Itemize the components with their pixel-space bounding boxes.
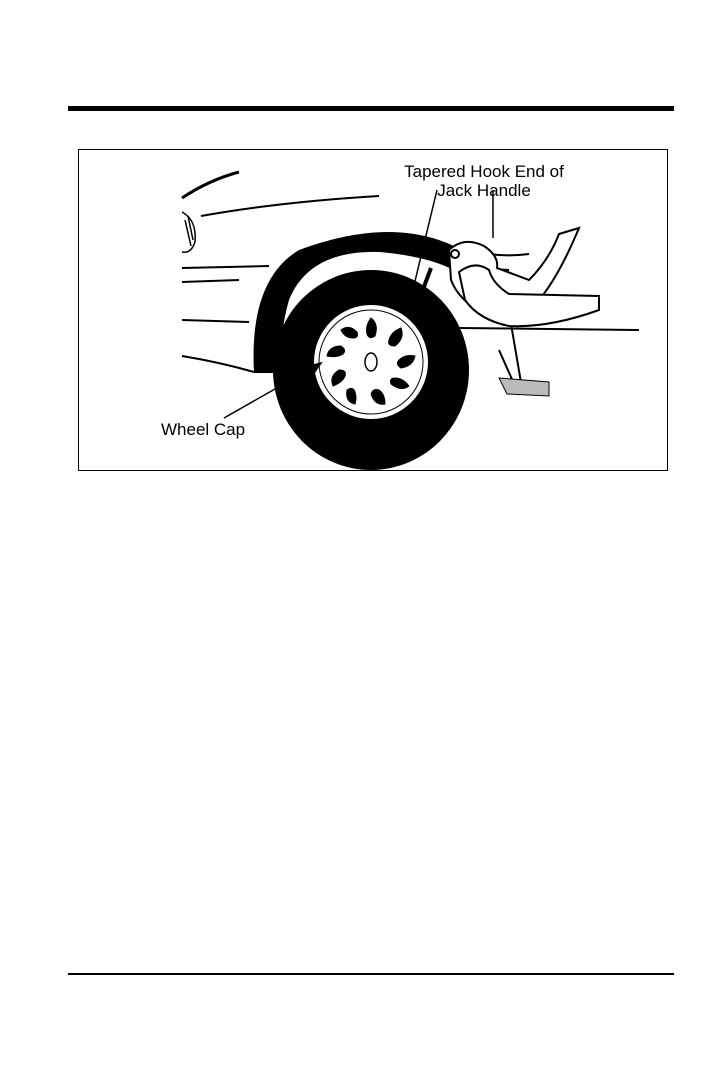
callout-wheel-cap: Wheel Cap: [161, 420, 245, 439]
wheel-cap-icon: [313, 304, 429, 420]
hands-icon: [449, 228, 599, 326]
callout-tapered-hook-line2: Jack Handle: [379, 181, 589, 200]
callout-tapered-hook: Tapered Hook End of Jack Handle: [379, 162, 589, 200]
footer-rule: [68, 973, 674, 975]
header-rule: [68, 106, 674, 111]
headlight-icon: [182, 212, 195, 252]
figure-wheel-cap-removal: Tapered Hook End of Jack Handle Wheel Ca…: [78, 149, 668, 471]
callout-tapered-hook-line1: Tapered Hook End of: [379, 162, 589, 181]
